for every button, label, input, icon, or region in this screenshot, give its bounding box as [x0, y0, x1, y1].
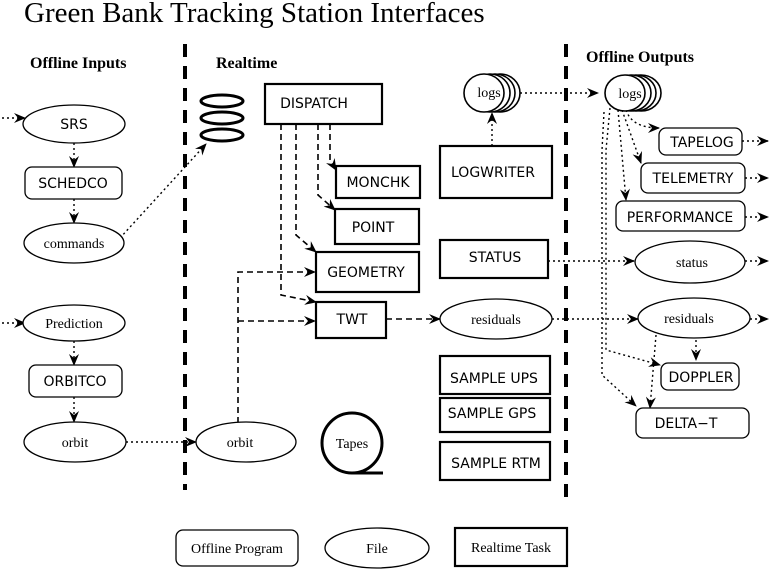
- legend-offline-program-label: Offline Program: [191, 542, 283, 557]
- legend-realtime-task-label: Realtime Task: [471, 541, 551, 556]
- node-logwriter: LOGWRITER: [438, 144, 554, 200]
- edge-dispatch-point: [317, 124, 336, 211]
- node-logs-out: logs: [604, 74, 662, 112]
- node-point: POINT: [333, 207, 421, 246]
- node-sample-gps-label: SAMPLE GPS: [448, 406, 537, 422]
- edge-commands-queue: [119, 143, 207, 239]
- node-point-label: POINT: [352, 220, 395, 236]
- node-schedco-label: SCHEDCO: [38, 176, 108, 192]
- node-geometry-label: GEOMETRY: [327, 265, 405, 281]
- log-stack-icon: [604, 74, 662, 112]
- node-sample-rtm-label: SAMPLE RTM: [451, 456, 541, 472]
- edge-dispatch-geometry: [295, 124, 317, 253]
- node-doppler: DOPPLER: [660, 362, 740, 391]
- node-srs: SRS: [22, 104, 126, 144]
- node-telemetry-label: TELEMETRY: [652, 171, 734, 187]
- node-logs-out-label: logs: [618, 87, 641, 102]
- edge-residuals-delta-t: [645, 334, 657, 409]
- tape-reel-icon: [320, 411, 384, 475]
- log-stack-icon: [463, 73, 521, 113]
- node-status-task-label: STATUS: [469, 250, 522, 266]
- node-orbit-in-label: orbit: [62, 436, 89, 451]
- node-monchk-label: MONCHK: [346, 175, 410, 191]
- node-status-out: status: [634, 240, 746, 284]
- node-telemetry: TELEMETRY: [640, 162, 746, 194]
- edge-logs-doppler: [605, 107, 661, 367]
- node-orbit-in: orbit: [23, 421, 127, 463]
- node-commands-label: commands: [44, 237, 105, 252]
- heading-offline-inputs: Offline Inputs: [30, 55, 126, 72]
- legend-realtime-task: Realtime Task: [453, 526, 569, 568]
- node-prediction: Prediction: [22, 304, 126, 342]
- node-sample-ups-label: SAMPLE UPS: [450, 371, 538, 387]
- node-logs-rt-label: logs: [477, 86, 500, 101]
- edge-logs-tapelog: [625, 109, 660, 133]
- edge-logs-performance: [617, 109, 631, 201]
- node-logwriter-label: LOGWRITER: [451, 165, 535, 181]
- node-dispatch: DISPATCH: [263, 82, 384, 126]
- node-schedco: SCHEDCO: [24, 166, 123, 200]
- node-status-task: STATUS: [438, 238, 550, 280]
- node-residuals-out-label: residuals: [664, 312, 714, 327]
- legend-file-label: File: [366, 542, 388, 557]
- node-orbit-rt-label: orbit: [227, 436, 254, 451]
- node-tapes: Tapes: [320, 411, 384, 475]
- node-orbit-rt: orbit: [195, 421, 297, 463]
- diagram-title: Green Bank Tracking Station Interfaces: [24, 0, 485, 29]
- legend-offline-program: Offline Program: [175, 529, 299, 567]
- edge-dispatch-monchk: [326, 124, 337, 171]
- node-performance: PERFORMANCE: [615, 200, 746, 232]
- edge-logs-delta-t: [601, 111, 637, 407]
- node-sample-ups: SAMPLE UPS: [438, 354, 552, 396]
- node-tapes-label: Tapes: [336, 437, 368, 452]
- node-residuals-rt-label: residuals: [471, 313, 521, 328]
- edge-orbit-geometry: [237, 267, 316, 423]
- node-commands: commands: [23, 222, 125, 264]
- node-orbitco-label: ORBITCO: [43, 374, 106, 390]
- node-sample-gps: SAMPLE GPS: [438, 396, 552, 434]
- node-residuals-out: residuals: [637, 297, 751, 339]
- node-delta-t-label: DELTA−T: [655, 416, 718, 432]
- node-doppler-label: DOPPLER: [668, 370, 733, 386]
- edge-dispatch-twt: [280, 124, 317, 305]
- node-dispatch-label: DISPATCH: [280, 96, 348, 112]
- node-tapelog-label: TAPELOG: [669, 135, 734, 151]
- node-sample-rtm: SAMPLE RTM: [438, 440, 552, 482]
- node-performance-label: PERFORMANCE: [627, 210, 734, 226]
- command-queue-icon: [199, 93, 245, 143]
- node-prediction-label: Prediction: [45, 317, 103, 332]
- node-delta-t: DELTA−T: [635, 407, 750, 439]
- node-residuals-rt: residuals: [439, 298, 553, 340]
- node-status-out-label: status: [676, 256, 708, 271]
- node-twt-label: TWT: [336, 312, 368, 328]
- node-twt: TWT: [314, 300, 388, 340]
- heading-realtime: Realtime: [216, 55, 277, 72]
- legend: Offline Program File Realtime Task: [175, 526, 569, 569]
- node-logs-rt: logs: [463, 73, 521, 113]
- node-monchk: MONCHK: [334, 164, 422, 200]
- node-orbitco: ORBITCO: [28, 364, 123, 398]
- node-geometry: GEOMETRY: [314, 250, 421, 294]
- legend-file: File: [324, 527, 430, 569]
- heading-offline-outputs: Offline Outputs: [586, 49, 694, 66]
- edge-logs-telemetry: [621, 109, 642, 164]
- node-tapelog: TAPELOG: [658, 127, 743, 156]
- node-srs-label: SRS: [60, 117, 88, 133]
